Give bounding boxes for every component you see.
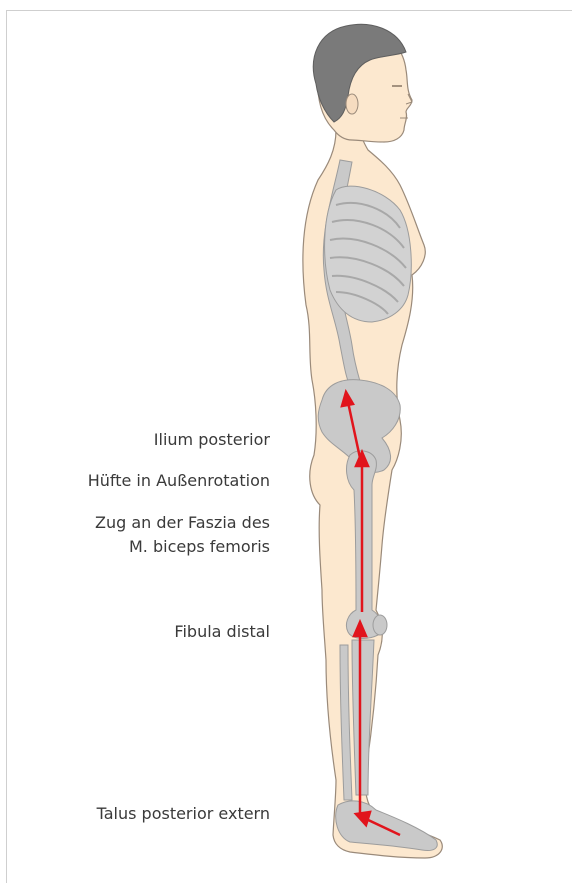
tibia [352,640,374,795]
patella [373,615,387,635]
ear [346,94,358,114]
